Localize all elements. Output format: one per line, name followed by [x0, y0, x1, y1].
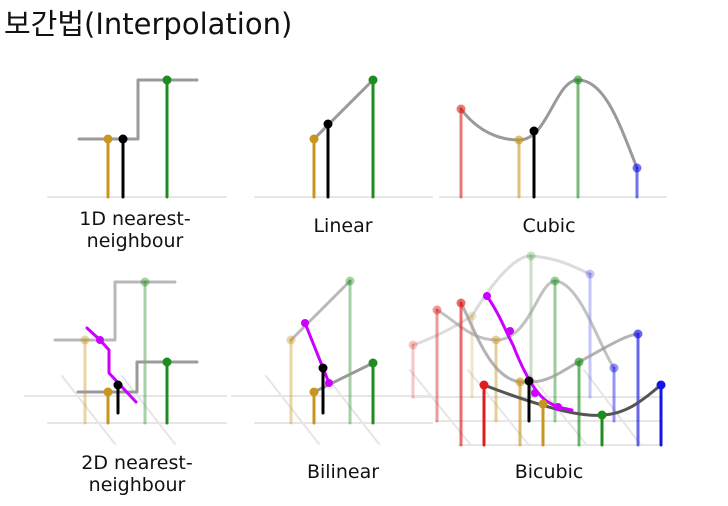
r4-sample-2-point [538, 399, 548, 409]
grid-line [61, 375, 116, 445]
near-step [76, 360, 199, 394]
sample-2-point [514, 135, 524, 145]
query-point [113, 380, 123, 390]
r4-sample-3-point [597, 410, 607, 420]
sample-1-point [456, 104, 466, 114]
sample-3-point [573, 75, 583, 85]
r3-sample-2-point [515, 377, 525, 387]
panel-1d-nearest-neighbour [47, 75, 227, 199]
caption-cubic: Cubic [474, 215, 624, 237]
interp-point-4 [554, 403, 562, 411]
caption-bilinear: Bilinear [268, 461, 418, 483]
grid-line [583, 369, 641, 445]
r1-sample-1-point [408, 340, 418, 350]
caption-line: neighbour [86, 230, 184, 252]
caption-line: neighbour [88, 474, 186, 496]
interpolated-curve [459, 78, 639, 170]
panel-bicubic [408, 251, 666, 447]
interpolated-step [77, 78, 199, 141]
r4-sample-1-point [479, 380, 489, 390]
row-3-curve [459, 301, 640, 384]
r3-sample-4-point [633, 329, 643, 339]
grid-line [121, 375, 176, 445]
sample-near-right-point [162, 357, 172, 367]
caption-line: Bilinear [306, 461, 380, 483]
row-1-curve [411, 254, 592, 347]
caption-line: Linear [313, 215, 373, 237]
far-step [53, 280, 177, 342]
row-4-curve [482, 383, 663, 417]
query-point [529, 126, 539, 136]
caption-1d-nearest-neighbour: 1D nearest- neighbour [60, 208, 210, 252]
r2-sample-2-point [491, 335, 501, 345]
r1-sample-4-point [585, 269, 595, 279]
sample-far-right-point [140, 277, 150, 287]
r3-sample-3-point [574, 357, 584, 367]
sample-far-left-point [80, 335, 90, 345]
panel-cubic [439, 75, 667, 199]
grid-line [265, 375, 320, 445]
interp-point-2 [506, 327, 514, 335]
query-point [323, 119, 333, 129]
grid-line [467, 369, 529, 445]
r2-sample-1-point [432, 305, 442, 315]
query-point [318, 363, 328, 373]
sample-near-left-point [103, 387, 113, 397]
row-2-curve [435, 279, 616, 370]
interp-point-1 [483, 292, 491, 300]
interp-point-bottom [325, 379, 333, 387]
sample-4-point [632, 163, 642, 173]
r3-sample-1-point [456, 298, 466, 308]
sample-near-left-point [309, 387, 319, 397]
query-point [118, 134, 128, 144]
page-title: 보간법(Interpolation) [4, 7, 293, 41]
r2-sample-3-point [550, 276, 560, 286]
r2-sample-4-point [609, 363, 619, 373]
r1-sample-3-point [526, 251, 536, 261]
caption-line: 2D nearest- [81, 452, 193, 474]
caption-linear: Linear [268, 215, 418, 237]
panel-bilinear [231, 276, 433, 445]
far-line [289, 279, 352, 342]
sample-right-point [162, 75, 172, 85]
interpolated-line [312, 78, 375, 141]
caption-line: Cubic [522, 215, 576, 237]
sample-left-point [103, 134, 113, 144]
r4-sample-4-point [656, 380, 666, 390]
sample-near-right-point [368, 358, 378, 368]
sample-left-point [309, 134, 319, 144]
sample-right-point [368, 75, 378, 85]
panel-2d-nearest-neighbour [24, 277, 227, 445]
interp-point-3 [531, 389, 539, 397]
sample-far-right-point [345, 276, 355, 286]
caption-2d-nearest-neighbour: 2D nearest- neighbour [62, 452, 212, 496]
interp-point [96, 336, 104, 344]
query-point [524, 376, 534, 386]
interpolated-line [303, 321, 331, 385]
interp-point-top [301, 319, 309, 327]
caption-bicubic: Bicubic [474, 461, 624, 483]
grid-line [325, 375, 380, 445]
caption-line: Bicubic [514, 461, 584, 483]
sample-far-left-point [286, 335, 296, 345]
panel-linear [254, 75, 433, 199]
caption-line: 1D nearest- [79, 208, 191, 230]
